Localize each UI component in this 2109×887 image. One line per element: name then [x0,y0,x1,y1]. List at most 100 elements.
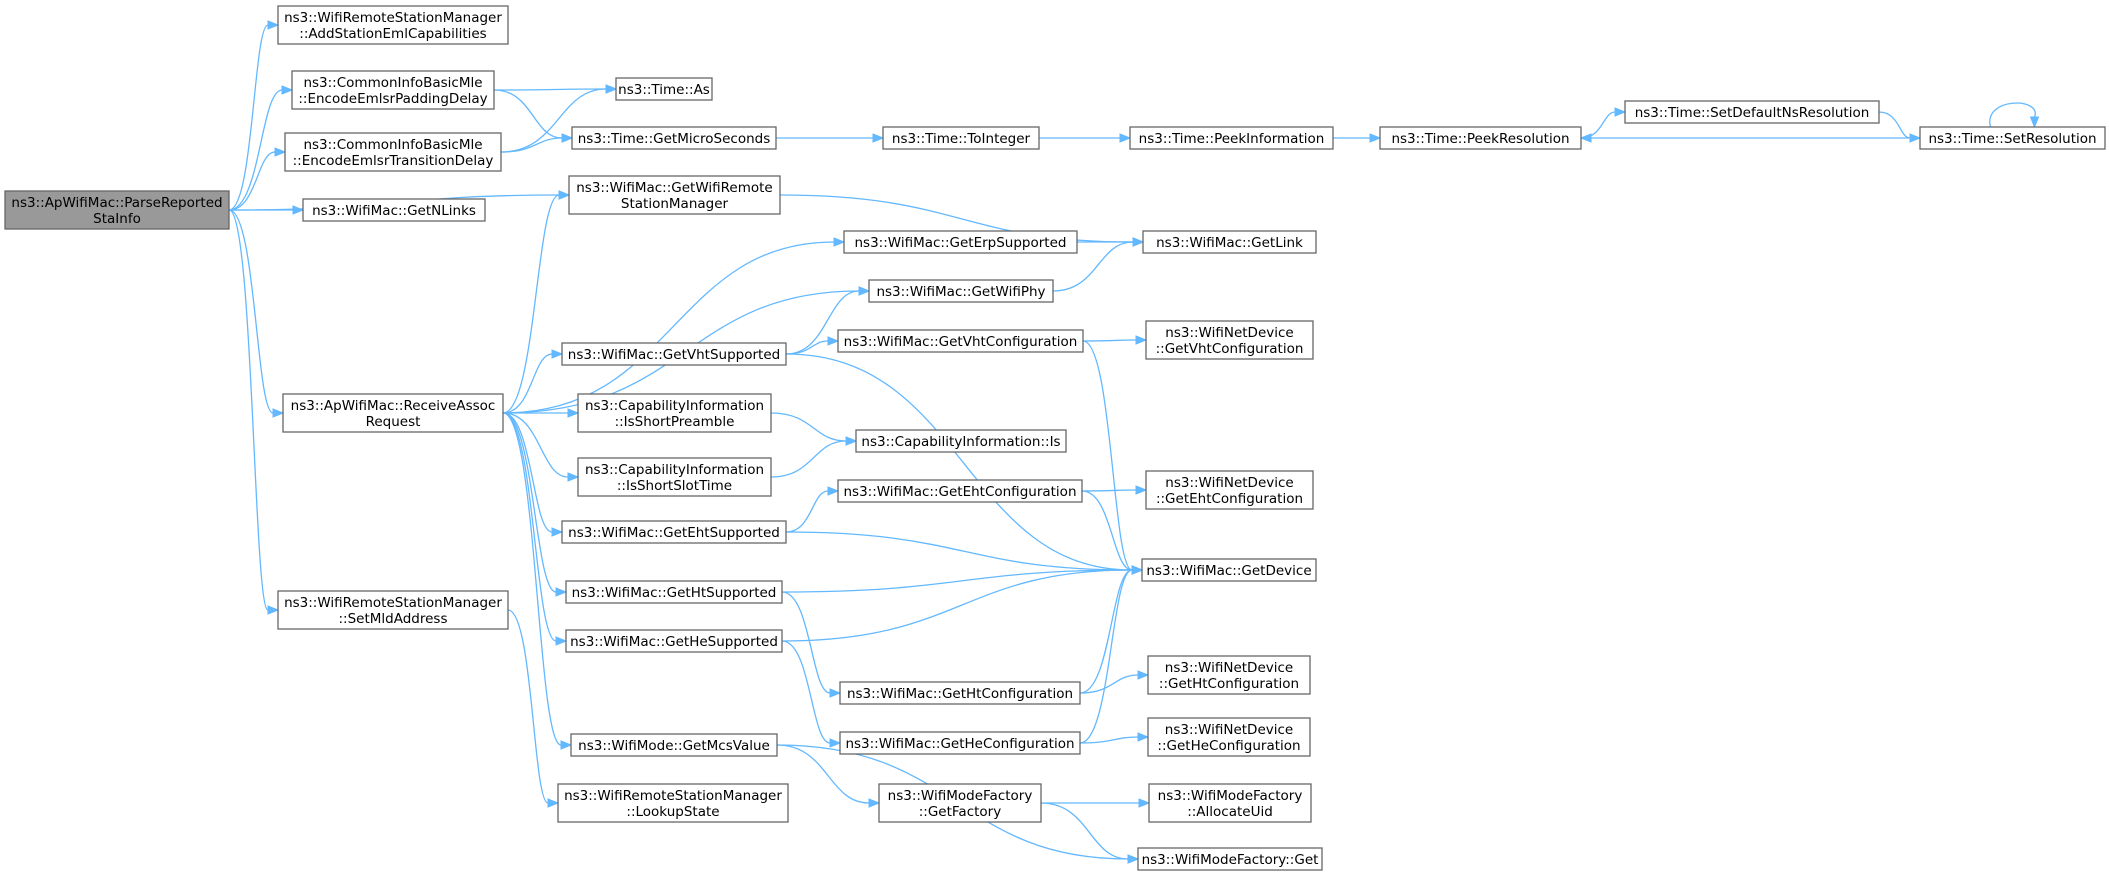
graph-node-getNLinks[interactable]: ns3::WifiMac::GetNLinks [302,198,486,222]
node-box [1147,655,1311,695]
node-box [282,393,504,433]
node-box [839,731,1081,755]
graph-node-allocUid[interactable]: ns3::WifiModeFactory::AllocateUid [1148,783,1312,823]
edge-line [228,89,283,211]
graph-node-getHeConf[interactable]: ns3::WifiMac::GetHeConfiguration [839,731,1081,755]
edge-arrowhead [272,408,285,418]
graph-node-getLink[interactable]: ns3::WifiMac::GetLink [1142,230,1317,254]
edge-arrowhead [567,472,580,482]
graph-edge-getVhtConf-to-ndVhtConf [1082,335,1148,345]
graph-node-getHtConf[interactable]: ns3::WifiMac::GetHtConfiguration [839,681,1081,705]
graph-node-timeMicro[interactable]: ns3::Time::GetMicroSeconds [571,126,777,150]
node-label: ns3::CapabilityInformation [585,462,764,478]
graph-node-timePeekRes[interactable]: ns3::Time::PeekResolution [1379,126,1582,150]
node-box [571,126,777,150]
edge-arrowhead [1369,133,1382,143]
graph-node-timeSetDef[interactable]: ns3::Time::SetDefaultNsResolution [1624,100,1880,124]
graph-edge-getFactory-to-allocUid [1041,798,1151,808]
graph-node-timeAs[interactable]: ns3::Time::As [615,77,713,101]
node-label: ns3::CapabilityInformation [585,398,764,414]
edge-arrowhead [274,147,287,157]
graph-edge-recvAssoc-to-getHtSup [502,412,568,597]
graph-edge-encPad-to-timeAs [493,84,618,94]
graph-edge-root-to-recvAssoc [228,209,285,418]
node-label: ns3::WifiNetDevice [1165,722,1293,738]
graph-node-addEml[interactable]: ns3::WifiRemoteStationManager::AddStatio… [277,5,509,45]
graph-node-encTrans[interactable]: ns3::CommonInfoBasicMle::EncodeEmlsrTran… [284,132,502,172]
edge-arrowhead [1119,133,1132,143]
graph-node-setMld[interactable]: ns3::WifiRemoteStationManager::SetMldAdd… [277,590,509,630]
node-label: ::AllocateUid [1187,804,1273,820]
edge-line [785,290,860,355]
graph-node-timePeekInfo[interactable]: ns3::Time::PeekInformation [1129,126,1334,150]
graph-node-lookup[interactable]: ns3::WifiRemoteStationManager::LookupSta… [557,783,789,823]
graph-node-capShortPre[interactable]: ns3::CapabilityInformation::IsShortPream… [577,393,772,433]
edge-arrowhead [1135,335,1148,345]
graph-edge-timeSetRes-to-timePeekRes [1579,133,1920,143]
graph-node-getVhtSup[interactable]: ns3::WifiMac::GetVhtSupported [561,342,787,366]
node-label: ns3::WifiMac::GetWifiRemote [576,180,772,196]
graph-edge-recvAssoc-to-getErp [502,237,846,414]
graph-node-capShortSlot[interactable]: ns3::CapabilityInformation::IsShortSlotT… [577,457,772,497]
graph-edge-timeToInt-to-timePeekInfo [1039,133,1132,143]
graph-node-ndEhtConf[interactable]: ns3::WifiNetDevice::GetEhtConfiguration [1145,470,1314,510]
node-label: ns3::WifiRemoteStationManager [284,10,502,26]
graph-edge-recvAssoc-to-capShortPre [502,408,580,418]
edge-line [1082,339,1137,342]
node-label: ::SetMldAddress [339,611,448,627]
graph-node-getMcs[interactable]: ns3::WifiMode::GetMcsValue [570,733,778,757]
edge-line [1580,111,1616,139]
node-label: ::IsShortSlotTime [617,478,732,494]
edge-arrowhead [561,133,574,143]
edge-arrowhead [547,798,560,808]
node-label: ns3::Time::GetMicroSeconds [578,131,771,147]
node-box [843,230,1078,254]
graph-edge-getHtConf-to-ndHtConf [1079,670,1150,694]
graph-node-ndVhtConf[interactable]: ns3::WifiNetDevice::GetVhtConfiguration [1145,320,1314,360]
graph-node-getHtSup[interactable]: ns3::WifiMac::GetHtSupported [565,580,783,604]
graph-node-getEhtConf[interactable]: ns3::WifiMac::GetEhtConfiguration [837,479,1083,503]
node-label: ns3::Time::SetDefaultNsResolution [1635,105,1870,121]
graph-node-timeSetRes[interactable]: ns3::Time::SetResolution [1919,126,2106,150]
edge-arrowhead [1127,854,1140,864]
edge-arrowhead [1137,732,1150,742]
graph-edge-timeMicro-to-timeToInt [776,133,885,143]
graph-node-capIs[interactable]: ns3::CapabilityInformation::Is [855,429,1067,453]
graph-node-ndHtConf[interactable]: ns3::WifiNetDevice::GetHtConfiguration [1147,655,1311,695]
node-box [284,132,502,172]
node-label: ns3::Time::SetResolution [1928,131,2096,147]
graph-edge-recvAssoc-to-getVhtSup [502,349,564,414]
graph-node-getFactory[interactable]: ns3::WifiModeFactory::GetFactory [878,783,1042,823]
edge-line [1081,489,1137,492]
graph-edge-getPhy-to-getLink [1052,237,1145,292]
edge-arrowhead [827,486,840,496]
graph-node-ndHeConf[interactable]: ns3::WifiNetDevice::GetHeConfiguration [1147,717,1311,757]
graph-node-getHeSup[interactable]: ns3::WifiMac::GetHeSupported [565,629,783,653]
graph-node-getVhtConf[interactable]: ns3::WifiMac::GetVhtConfiguration [837,329,1084,353]
node-label: ns3::WifiMac::GetHeConfiguration [845,736,1074,752]
node-label: ns3::WifiMac::GetWifiPhy [876,284,1045,300]
edge-arrowhead [267,605,280,615]
node-label: ns3::WifiMac::GetHtSupported [572,585,777,601]
node-label: ::EncodeEmlsrPaddingDelay [298,91,487,107]
node-label: ns3::ApWifiMac::ParseReported [11,195,222,211]
graph-edge-timeSetRes-to-timeSetRes [1989,102,2040,129]
node-box [291,70,495,110]
graph-node-getEhtSup[interactable]: ns3::WifiMac::GetEhtSupported [561,520,787,544]
node-label: ns3::ApWifiMac::ReceiveAssoc [291,398,496,414]
graph-node-getErp[interactable]: ns3::WifiMac::GetErpSupported [843,230,1078,254]
node-box [565,629,783,653]
edge-line [502,241,835,414]
graph-node-getWrsm[interactable]: ns3::WifiMac::GetWifiRemoteStationManage… [568,175,781,215]
graph-node-getPhy[interactable]: ns3::WifiMac::GetWifiPhy [868,279,1054,303]
graph-node-mfGet[interactable]: ns3::WifiModeFactory::Get [1137,847,1323,871]
node-box [302,198,486,222]
node-label: ns3::CommonInfoBasicMle [303,137,482,153]
graph-node-getDevice[interactable]: ns3::WifiMac::GetDevice [1141,558,1317,582]
graph-node-timeToInt[interactable]: ns3::Time::ToInteger [882,126,1040,150]
edge-line [502,412,557,642]
graph-node-encPad[interactable]: ns3::CommonInfoBasicMle::EncodeEmlsrPadd… [291,70,495,110]
node-box [1141,558,1317,582]
